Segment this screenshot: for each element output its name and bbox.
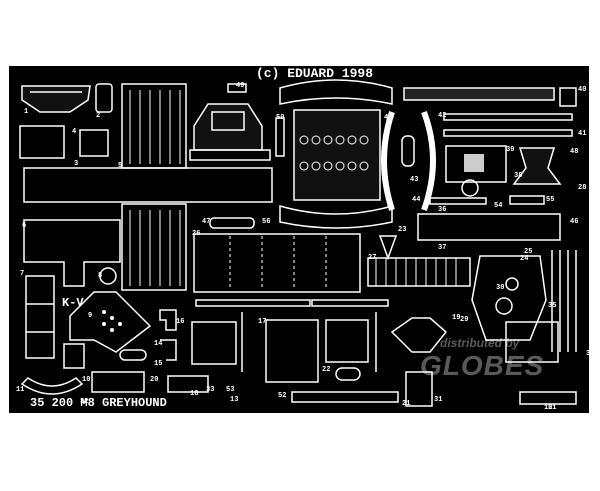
- part-number-label: 55: [546, 196, 555, 204]
- kv-label: K-V: [62, 296, 84, 310]
- part-number-label: 38: [514, 172, 523, 180]
- watermark-small-text: distributed by: [440, 336, 520, 350]
- part-number-label: 31: [434, 396, 443, 404]
- part-number-label: 34: [586, 350, 595, 358]
- part-number-label: 43: [410, 176, 419, 184]
- part-number-label: 28: [578, 184, 587, 192]
- part-number-label: 32: [80, 398, 89, 406]
- part-number-label: 7: [20, 270, 25, 278]
- part-number-label: 42: [438, 112, 447, 120]
- part-number-label: 26: [192, 230, 201, 238]
- part-number-label: 40: [578, 86, 587, 94]
- part-number-label: 20: [150, 376, 159, 384]
- part-number-label: 10: [82, 376, 91, 384]
- part-number-label: 37: [438, 244, 447, 252]
- part-number-label: 11: [16, 386, 25, 394]
- part-number-label: 44: [412, 196, 421, 204]
- part-number-label: 1: [24, 108, 29, 116]
- catalog-number-label: 35 200 M8 GREYHOUND: [30, 396, 167, 410]
- part-number-label: 48: [570, 148, 579, 156]
- part-number-label: 21: [402, 400, 411, 408]
- part-number-label: 29: [460, 316, 469, 324]
- part-number-label: 6: [22, 222, 27, 230]
- part-number-label: 35: [548, 302, 557, 310]
- part-number-label: 16: [176, 318, 185, 326]
- part-number-label: 4: [72, 128, 77, 136]
- part-number-label: 5: [118, 162, 123, 170]
- part-number-label: 33: [206, 386, 215, 394]
- part-number-label: 50: [276, 114, 285, 122]
- part-number-label: 8: [98, 272, 103, 280]
- part-number-label: 18: [190, 390, 199, 398]
- part-number-label: 53: [226, 386, 235, 394]
- part-number-label: 27: [368, 254, 377, 262]
- part-number-label: 52: [278, 392, 287, 400]
- part-number-label: 13: [230, 396, 239, 404]
- part-number-label: 30: [496, 284, 505, 292]
- watermark-large-text: GLOBES: [420, 350, 545, 381]
- part-number-label: 46: [570, 218, 579, 226]
- part-number-label: 49: [236, 82, 245, 90]
- part-number-label: 25: [524, 248, 533, 256]
- part-number-label: 54: [494, 202, 503, 210]
- part-number-label: 12: [544, 404, 553, 412]
- part-number-label: 56: [262, 218, 271, 226]
- part-number-label: 22: [322, 366, 331, 374]
- part-number-label: 47: [202, 218, 211, 226]
- copyright-label: (c) EDUARD 1998: [256, 66, 374, 81]
- part-number-label: 14: [154, 340, 163, 348]
- part-number-label: 19: [452, 314, 461, 322]
- part-number-label: 23: [398, 226, 407, 234]
- part-number-label: 2: [96, 112, 101, 120]
- part-number-label: 9: [88, 312, 93, 320]
- part-number-label: 51: [548, 404, 557, 412]
- part-number-label: 39: [506, 146, 515, 154]
- part-number-label: 17: [258, 318, 267, 326]
- part-number-label: 41: [578, 130, 587, 138]
- part-number-label: 36: [438, 206, 447, 214]
- part-number-label: 24: [520, 255, 529, 263]
- part-number-label: 15: [154, 360, 163, 368]
- part-number-label: 3: [74, 160, 79, 168]
- part-number-label: 45: [384, 114, 393, 122]
